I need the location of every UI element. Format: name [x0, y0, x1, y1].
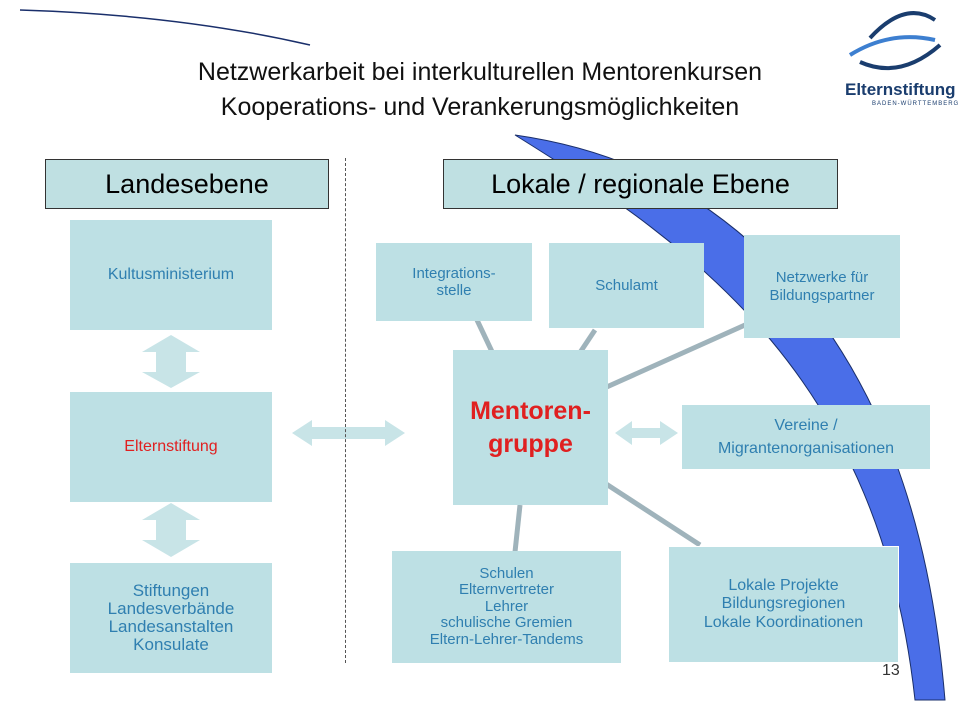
box-netzwerke: Netzwerke für Bildungspartner	[744, 235, 900, 338]
box-vereine: Vereine / Migrantenorganisationen	[682, 405, 930, 469]
connector-netzwerke	[598, 322, 747, 393]
box-integrationsstelle: Integrations- stelle	[376, 243, 532, 321]
logo-mark	[848, 11, 942, 71]
box-lokale-projekte: Lokale Projekte Bildungsregionen Lokale …	[668, 546, 899, 663]
title-line-2: Kooperations- und Verankerungsmöglichkei…	[220, 93, 740, 121]
arrow-eltern-mentoren	[292, 420, 405, 446]
box-mentorengruppe: Mentoren- gruppe	[453, 350, 608, 505]
horizontal-arrows	[292, 420, 678, 446]
box-schulamt: Schulamt	[549, 243, 704, 328]
box-schulen: Schulen Elternvertreter Lehrer schulisch…	[392, 551, 621, 663]
connector-schulen	[512, 504, 523, 553]
logo-subtitle: BADEN-WÜRTTEMBERG	[872, 101, 960, 107]
box-elternstiftung: Elternstiftung	[70, 392, 272, 502]
page-number: 13	[882, 662, 900, 679]
header-lokale-ebene: Lokale / regionale Ebene	[443, 159, 838, 209]
title-line-1: Netzwerkarbeit bei interkulturellen Ment…	[197, 58, 763, 86]
vertical-arrows	[142, 335, 200, 557]
connector-lokale	[598, 477, 702, 548]
column-divider	[345, 158, 346, 663]
arrow-kultus-eltern	[142, 335, 200, 388]
top-swoosh-line	[19, 9, 311, 46]
header-landesebene: Landesebene	[45, 159, 329, 209]
arrow-eltern-stiftungen	[142, 503, 200, 557]
box-stiftungen: Stiftungen Landesverbände Landesanstalte…	[70, 563, 272, 673]
arrow-mentoren-vereine	[615, 421, 678, 445]
logo-name: Elternstiftung	[845, 80, 956, 99]
box-kultusministerium: Kultusministerium	[70, 220, 272, 330]
